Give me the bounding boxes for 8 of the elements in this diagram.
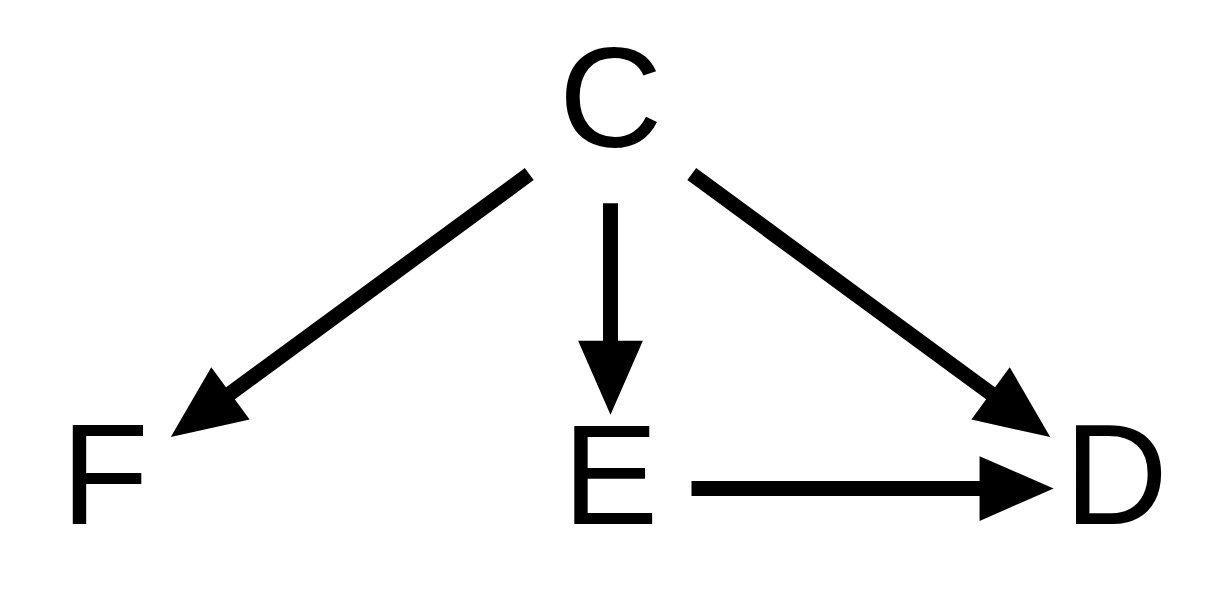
node-text: C: [558, 17, 662, 178]
node-text: F: [60, 394, 149, 555]
arrow: [170, 168, 534, 438]
node-text: D: [1063, 394, 1168, 555]
arrow: [686, 168, 1050, 438]
arrow: [691, 456, 1054, 521]
node-text: E: [562, 394, 658, 555]
arrow: [577, 203, 643, 415]
